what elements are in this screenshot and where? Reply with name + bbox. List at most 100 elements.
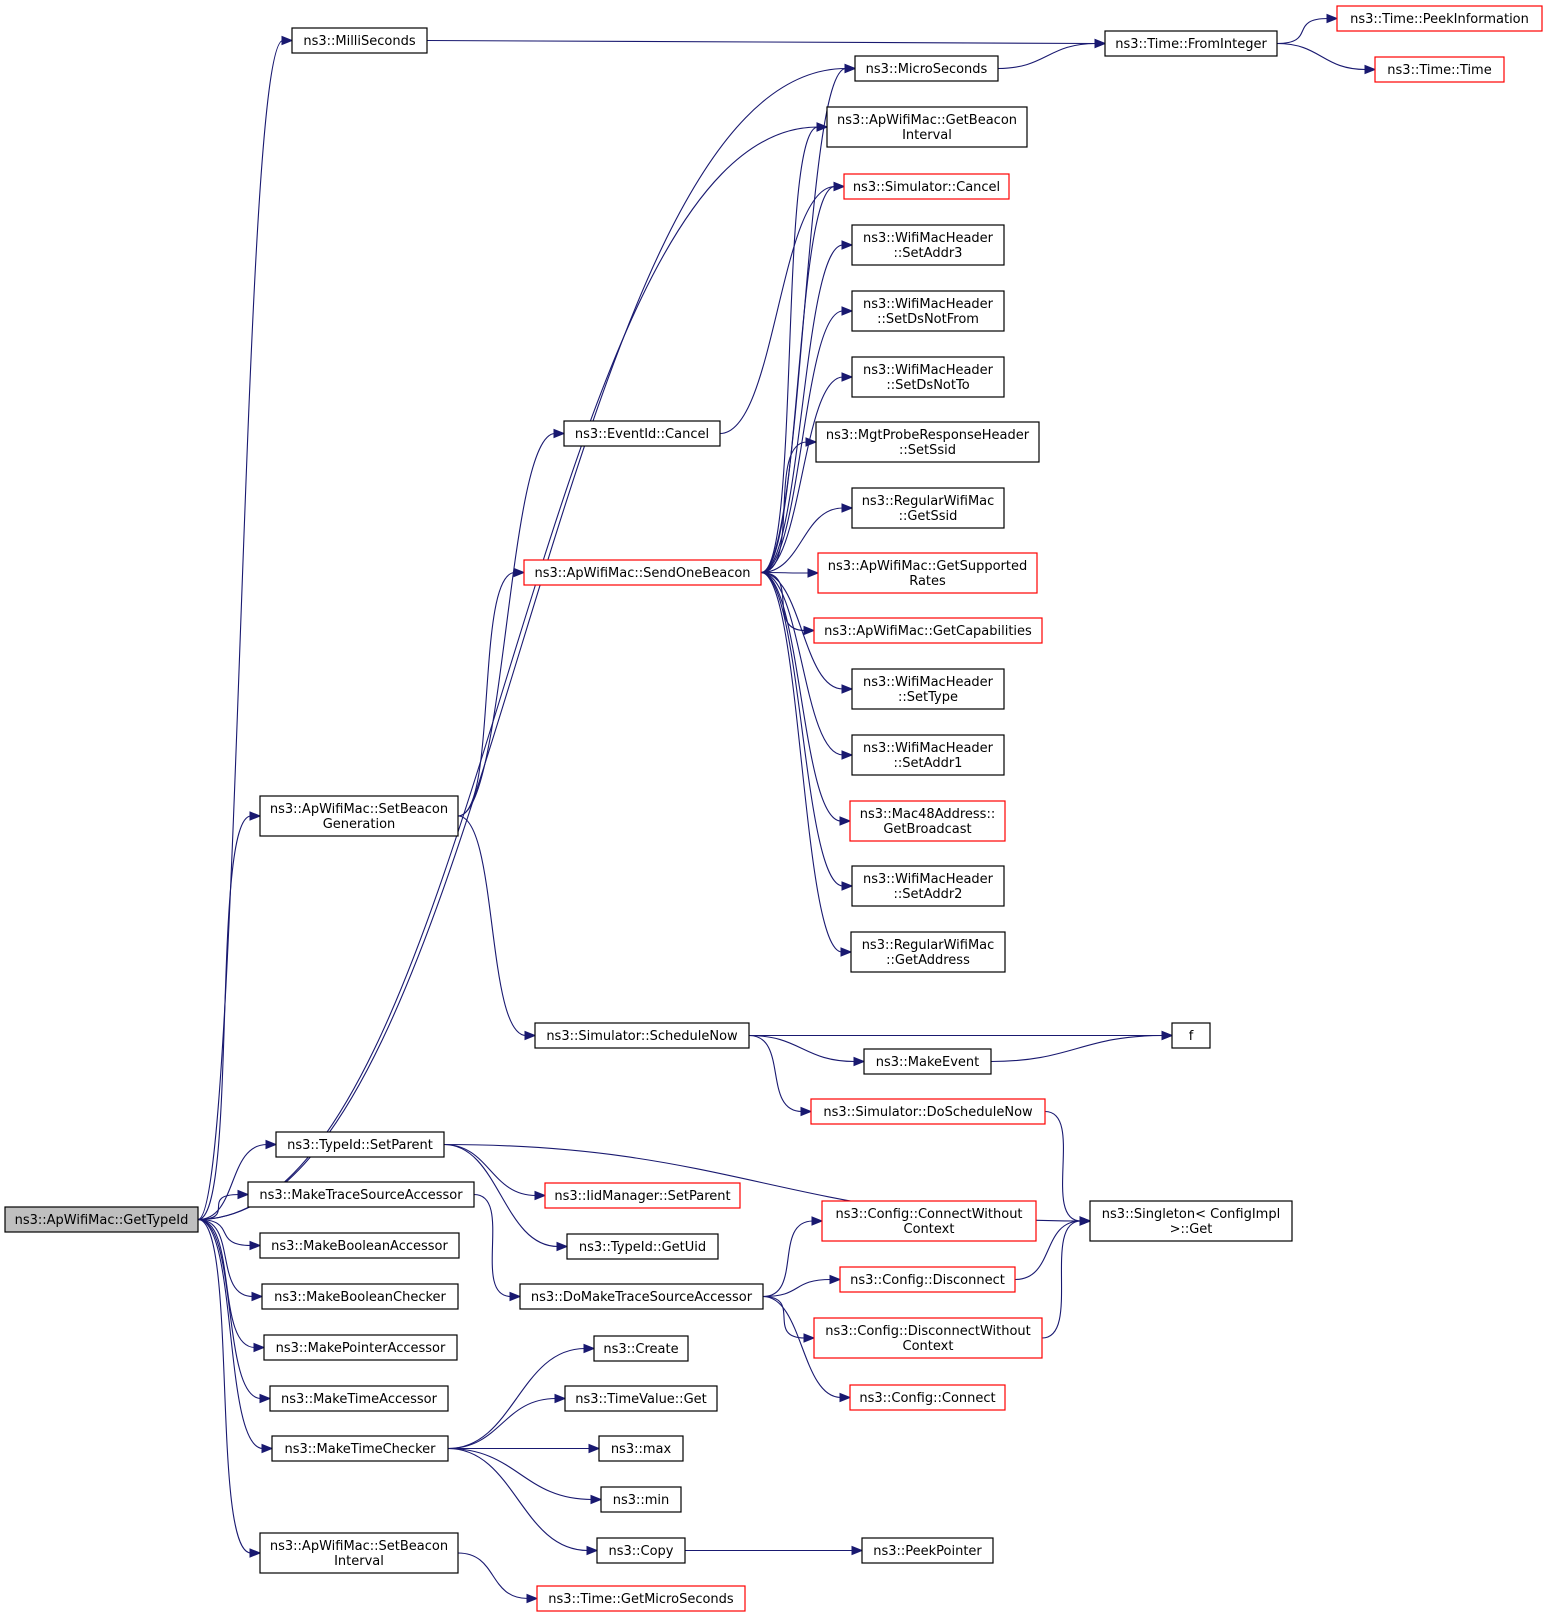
node-max[interactable]: ns3::max — [598, 1435, 684, 1462]
node-settype[interactable]: ns3::WifiMacHeader::SetType — [851, 668, 1005, 710]
edge-copy-to-peekptr — [685, 1545, 864, 1556]
node-getuid[interactable]: ns3::TypeId::GetUid — [566, 1233, 719, 1260]
node-boolcheck[interactable]: ns3::MakeBooleanChecker — [261, 1283, 459, 1310]
node-box — [861, 1537, 994, 1564]
node-box — [564, 1385, 718, 1412]
node-singleton[interactable]: ns3::Singleton< ConfigImpl >::Get — [1089, 1200, 1293, 1242]
node-ptracc[interactable]: ns3::MakePointerAccessor — [263, 1334, 458, 1361]
node-label: ns3::Simulator::DoScheduleNow — [823, 1105, 1033, 1120]
node-eventcancel[interactable]: ns3::EventId::Cancel — [563, 420, 721, 447]
node-root[interactable]: ns3::ApWifiMac::GetTypeId — [4, 1206, 199, 1233]
node-setdsnotto[interactable]: ns3::WifiMacHeader::SetDsNotTo — [851, 356, 1005, 398]
node-box — [1089, 1200, 1293, 1242]
node-box — [821, 1200, 1037, 1242]
node-box — [598, 1435, 684, 1462]
edge-fromint-to-timetime — [1276, 42, 1377, 75]
node-label: ::SetAddr2 — [894, 887, 963, 902]
node-makeevent[interactable]: ns3::MakeEvent — [863, 1048, 992, 1075]
node-micros[interactable]: ns3::MicroSeconds — [854, 55, 999, 82]
node-boolacc[interactable]: ns3::MakeBooleanAccessor — [259, 1232, 460, 1259]
node-box — [839, 1266, 1016, 1293]
node-schednow[interactable]: ns3::Simulator::ScheduleNow — [534, 1022, 750, 1049]
node-label: ns3::Time::Time — [1387, 63, 1491, 78]
node-box — [863, 1048, 992, 1075]
edge-domaketrace-to-confdiscwo — [762, 1295, 816, 1343]
node-getssid[interactable]: ns3::RegularWifiMac::GetSsid — [851, 487, 1005, 529]
node-f[interactable]: f — [1171, 1022, 1211, 1049]
node-getbroadcast[interactable]: ns3::Mac48Address::GetBroadcast — [849, 800, 1006, 842]
node-label: ns3::IidManager::SetParent — [554, 1189, 730, 1204]
edge-root-to-boolacc — [197, 1218, 262, 1251]
node-sendbeacon[interactable]: ns3::ApWifiMac::SendOneBeacon — [523, 559, 762, 586]
node-fromint[interactable]: ns3::Time::FromInteger — [1104, 30, 1278, 57]
edge-sendbeacon-to-mgtssid — [760, 437, 818, 574]
node-create[interactable]: ns3::Create — [593, 1335, 689, 1362]
node-label: ::SetSsid — [899, 443, 956, 458]
node-copy[interactable]: ns3::Copy — [596, 1537, 686, 1564]
node-label: f — [1189, 1029, 1194, 1044]
node-simcancel[interactable]: ns3::Simulator::Cancel — [843, 173, 1010, 200]
node-confconn[interactable]: ns3::Config::Connect — [849, 1384, 1006, 1411]
edge-timecheck-to-create — [447, 1343, 596, 1450]
edge-sendbeacon-to-getbeacon — [760, 122, 829, 574]
edge-root-to-ptracc — [197, 1218, 266, 1353]
node-box — [1171, 1022, 1211, 1049]
node-domaketrace[interactable]: ns3::DoMakeTraceSourceAccessor — [519, 1283, 764, 1310]
node-doschednow[interactable]: ns3::Simulator::DoScheduleNow — [810, 1098, 1046, 1125]
node-setaddr1[interactable]: ns3::WifiMacHeader::SetAddr1 — [851, 734, 1005, 776]
node-getmicros[interactable]: ns3::Time::GetMicroSeconds — [536, 1585, 746, 1612]
node-setaddr2[interactable]: ns3::WifiMacHeader::SetAddr2 — [851, 865, 1005, 907]
node-label: ns3::ApWifiMac::SetBeacon — [270, 802, 448, 817]
node-maketrace[interactable]: ns3::MakeTraceSourceAccessor — [247, 1181, 475, 1208]
node-label: ::SetAddr3 — [894, 246, 963, 261]
node-timeacc[interactable]: ns3::MakeTimeAccessor — [269, 1385, 449, 1412]
node-timetime[interactable]: ns3::Time::Time — [1374, 56, 1505, 83]
node-label: ns3::ApWifiMac::SendOneBeacon — [534, 566, 750, 581]
node-label: ns3::TimeValue::Get — [575, 1392, 707, 1407]
node-box — [4, 1206, 199, 1233]
node-peekptr[interactable]: ns3::PeekPointer — [861, 1537, 994, 1564]
node-timevalget[interactable]: ns3::TimeValue::Get — [564, 1385, 718, 1412]
node-box — [813, 617, 1043, 644]
edge-domaketrace-to-confdisc — [762, 1274, 842, 1298]
edge-timecheck-to-max — [448, 1443, 601, 1454]
node-label: ns3::Create — [603, 1342, 678, 1357]
edge-sendbeacon-to-getcap — [760, 571, 816, 636]
node-millis[interactable]: ns3::MilliSeconds — [291, 27, 428, 54]
node-peekinfo[interactable]: ns3::Time::PeekInformation — [1336, 5, 1543, 32]
node-getaddress[interactable]: ns3::RegularWifiMac::GetAddress — [850, 931, 1006, 973]
node-label: ::GetSsid — [899, 509, 958, 524]
node-min[interactable]: ns3::min — [600, 1486, 682, 1513]
edge-sendbeacon-to-setdsnotfrom — [760, 306, 854, 574]
node-label: >::Get — [1170, 1222, 1213, 1237]
node-label: Interval — [334, 1554, 384, 1569]
node-setaddr3[interactable]: ns3::WifiMacHeader::SetAddr3 — [851, 224, 1005, 266]
edge-schednow-to-doschednow — [748, 1034, 813, 1117]
node-mgtssid[interactable]: ns3::MgtProbeResponseHeader::SetSsid — [815, 421, 1040, 463]
node-getcap[interactable]: ns3::ApWifiMac::GetCapabilities — [813, 617, 1043, 644]
edge-timecheck-to-timevalget — [447, 1393, 567, 1450]
edge-root-to-maketrace — [197, 1189, 250, 1221]
node-iidsetparent[interactable]: ns3::IidManager::SetParent — [544, 1182, 741, 1209]
node-label: ns3::Config::Disconnect — [850, 1273, 1005, 1288]
edge-root-to-setbeacongen — [197, 811, 262, 1221]
edge-root-to-millis — [197, 35, 294, 1221]
node-setdsnotfrom[interactable]: ns3::WifiMacHeader::SetDsNotFrom — [851, 290, 1005, 332]
edge-root-to-timeacc — [197, 1218, 272, 1404]
node-label: Generation — [323, 817, 396, 832]
node-label: Context — [903, 1339, 954, 1354]
node-box — [810, 1098, 1046, 1125]
node-setparent[interactable]: ns3::TypeId::SetParent — [275, 1131, 445, 1158]
node-label: ns3::Time::PeekInformation — [1350, 12, 1529, 27]
node-confdisc[interactable]: ns3::Config::Disconnect — [839, 1266, 1016, 1293]
node-box — [817, 552, 1038, 594]
node-label: ns3::RegularWifiMac — [862, 494, 995, 509]
edge-fromint-to-peekinfo — [1276, 13, 1339, 45]
node-timecheck[interactable]: ns3::MakeTimeChecker — [271, 1435, 449, 1462]
